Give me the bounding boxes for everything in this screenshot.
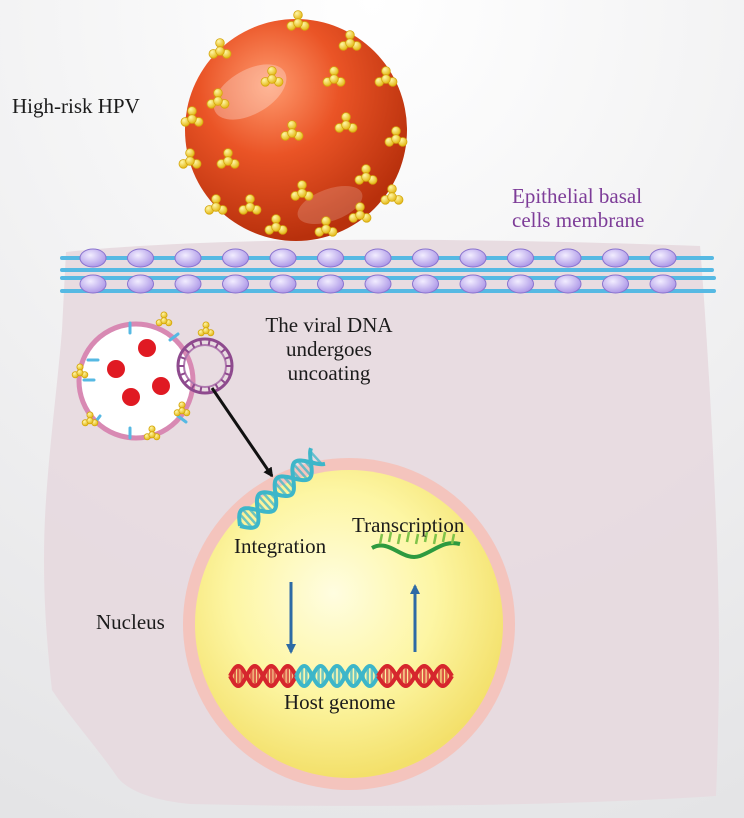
capsomere-icon <box>208 38 232 59</box>
capsomere-icon <box>322 66 346 87</box>
lipid-head-icon <box>269 248 297 268</box>
lipid-head-icon <box>317 248 344 268</box>
host-genome-label: Host genome <box>284 690 396 714</box>
lipid-head-icon <box>507 274 534 294</box>
lipid-head-icon <box>364 248 392 268</box>
capsomere-icon <box>264 214 288 235</box>
capsomere-icon <box>216 148 240 169</box>
uncoating-label-line2: undergoes <box>286 337 372 362</box>
capsomere-icon <box>348 202 372 223</box>
capsomere-icon <box>354 164 378 185</box>
membrane-label-line2: cells membrane <box>512 208 645 233</box>
lipid-head-icon <box>412 248 439 268</box>
lipid-head-icon <box>222 274 249 294</box>
capsomere-icon <box>143 425 161 441</box>
capsomere-icon <box>290 180 314 201</box>
lipid-head-icon <box>459 274 487 294</box>
uncoating-label: The viral DNA undergoes uncoating <box>236 313 422 385</box>
capsomere-icon <box>180 106 204 127</box>
capsomere-icon <box>204 194 228 215</box>
capsomere-icon <box>178 148 202 169</box>
lipid-head-icon <box>602 248 629 268</box>
host-genome-dna-icon <box>228 663 454 689</box>
mrna-strand-icon <box>371 531 461 559</box>
capsomere-icon <box>238 194 262 215</box>
virus-label: High-risk HPV <box>12 94 140 118</box>
lipid-head-icon <box>364 274 392 294</box>
lipid-head-icon <box>649 274 677 294</box>
lipid-head-icon <box>79 248 107 268</box>
lipid-head-icon <box>412 274 439 294</box>
capsomere-icon <box>71 363 89 379</box>
capsomere-icon <box>286 10 310 31</box>
capsomere-icon <box>334 112 358 133</box>
lipid-head-icon <box>554 274 582 294</box>
vesicle-membrane <box>76 321 196 441</box>
integrating-viral-dna-icon <box>237 447 326 530</box>
capsomere-icon <box>81 411 99 427</box>
transcription-label: Transcription <box>352 513 465 537</box>
capsomere-icon <box>384 126 408 147</box>
lipid-head-icon <box>222 248 249 268</box>
capsomere-icon <box>173 401 191 417</box>
lipid-head-icon <box>174 274 202 294</box>
capsomere-icon <box>374 66 398 87</box>
uncoating-label-line3: uncoating <box>287 361 371 386</box>
nucleus-icon <box>183 458 515 790</box>
capsomere-icon <box>280 120 304 141</box>
lipid-head-icon <box>507 248 534 268</box>
lipid-head-icon <box>602 274 629 294</box>
lipid-head-icon <box>269 274 297 294</box>
membrane-label-line1: Epithelial basal <box>512 184 643 208</box>
virion-capsid <box>185 19 407 241</box>
lipid-head-icon <box>554 248 582 268</box>
capsomere-icon <box>314 216 338 237</box>
capsomere-icon <box>380 184 404 205</box>
lipid-head-icon <box>127 248 154 268</box>
integration-label: Integration <box>234 534 327 558</box>
lipid-head-icon <box>317 274 344 294</box>
capsomere-icon <box>338 30 362 51</box>
capsomere-icon <box>197 321 215 337</box>
lipid-head-icon <box>649 248 677 268</box>
capsomere-icon <box>260 66 284 87</box>
nucleoplasm <box>195 470 503 778</box>
nucleus-label: Nucleus <box>96 610 165 634</box>
capsomere-icon <box>206 88 230 109</box>
membrane-label: Epithelial basal cells membrane <box>512 184 644 232</box>
circular-viral-dna-icon <box>176 337 234 395</box>
uncoating-label-line1: The viral DNA <box>265 313 393 337</box>
lipid-head-icon <box>127 274 154 294</box>
hpv-virion-icon <box>178 10 408 241</box>
uncoating-to-nucleus-arrow <box>210 387 274 478</box>
lipid-head-icon <box>174 248 202 268</box>
lipid-head-icon <box>79 274 107 294</box>
lipid-head-icon <box>459 248 487 268</box>
capsomere-icon <box>155 311 173 327</box>
cell-membrane <box>60 248 716 294</box>
endocytic-vesicle-icon <box>71 311 215 441</box>
